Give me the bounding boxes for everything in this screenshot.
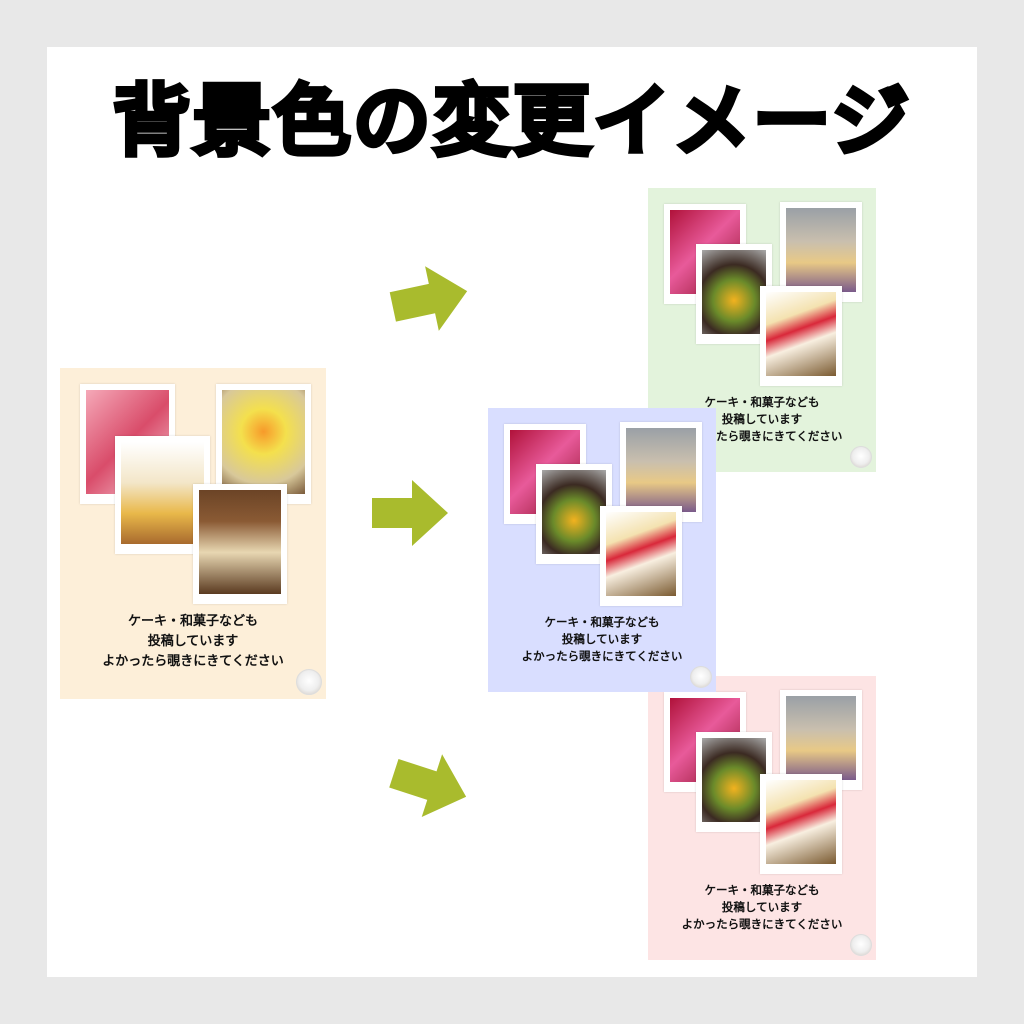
card-pink: ケーキ・和菓子なども投稿していますよかったら覗きにきてください [648, 676, 876, 960]
food-photo [702, 250, 766, 334]
caption: ケーキ・和菓子なども投稿していますよかったら覗きにきてください [60, 612, 326, 672]
food-photo [222, 390, 305, 494]
caption-line: 投稿しています [721, 900, 803, 914]
food-photo [702, 738, 766, 822]
food-photo [766, 780, 836, 864]
caption-line: 投稿しています [721, 412, 803, 426]
food-photo [626, 428, 696, 512]
caption-line: ケーキ・和菓子なども [127, 614, 258, 629]
caption-line: よかったら覗きにきてください [681, 917, 843, 931]
caption-line: ケーキ・和菓子なども [544, 615, 660, 629]
caption: ケーキ・和菓子なども投稿していますよかったら覗きにきてください [648, 394, 876, 445]
food-photo [786, 208, 856, 292]
cat-avatar-icon [850, 446, 872, 468]
photo-frame [620, 422, 702, 522]
caption: ケーキ・和菓子なども投稿していますよかったら覗きにきてください [648, 882, 876, 933]
photo-frame [780, 690, 862, 790]
cat-avatar-icon [850, 934, 872, 956]
caption-line: ケーキ・和菓子なども [704, 883, 820, 897]
photo-frame [600, 506, 682, 606]
cat-avatar-icon [690, 666, 712, 688]
arrow-right-down-icon [389, 754, 467, 818]
caption-line: よかったら覗きにきてください [681, 429, 843, 443]
food-photo [542, 470, 606, 554]
arrow-right-up-icon [389, 266, 468, 331]
page-title: 背景色の変更イメージ [111, 75, 912, 169]
caption-line: ケーキ・和菓子なども [704, 395, 820, 409]
food-photo [199, 490, 281, 594]
caption-line: 投稿しています [147, 634, 239, 649]
card-original: ケーキ・和菓子なども投稿していますよかったら覗きにきてください [60, 368, 326, 699]
photo-frame [696, 732, 772, 832]
food-photo [786, 696, 856, 780]
cat-avatar-icon [296, 669, 322, 695]
arrow-right-icon [372, 480, 448, 546]
photo-frame [536, 464, 612, 564]
card-blue: ケーキ・和菓子なども投稿していますよかったら覗きにきてください [488, 408, 716, 692]
food-photo [121, 442, 204, 544]
photo-frame [760, 774, 842, 874]
food-photo [766, 292, 836, 376]
photo-frame [780, 202, 862, 302]
food-photo [606, 512, 676, 596]
photo-frame [193, 484, 287, 604]
photo-frame [760, 286, 842, 386]
caption-line: よかったら覗きにきてください [102, 654, 284, 669]
caption: ケーキ・和菓子なども投稿していますよかったら覗きにきてください [488, 614, 716, 665]
photo-frame [696, 244, 772, 344]
caption-line: よかったら覗きにきてください [521, 649, 683, 663]
caption-line: 投稿しています [561, 632, 643, 646]
